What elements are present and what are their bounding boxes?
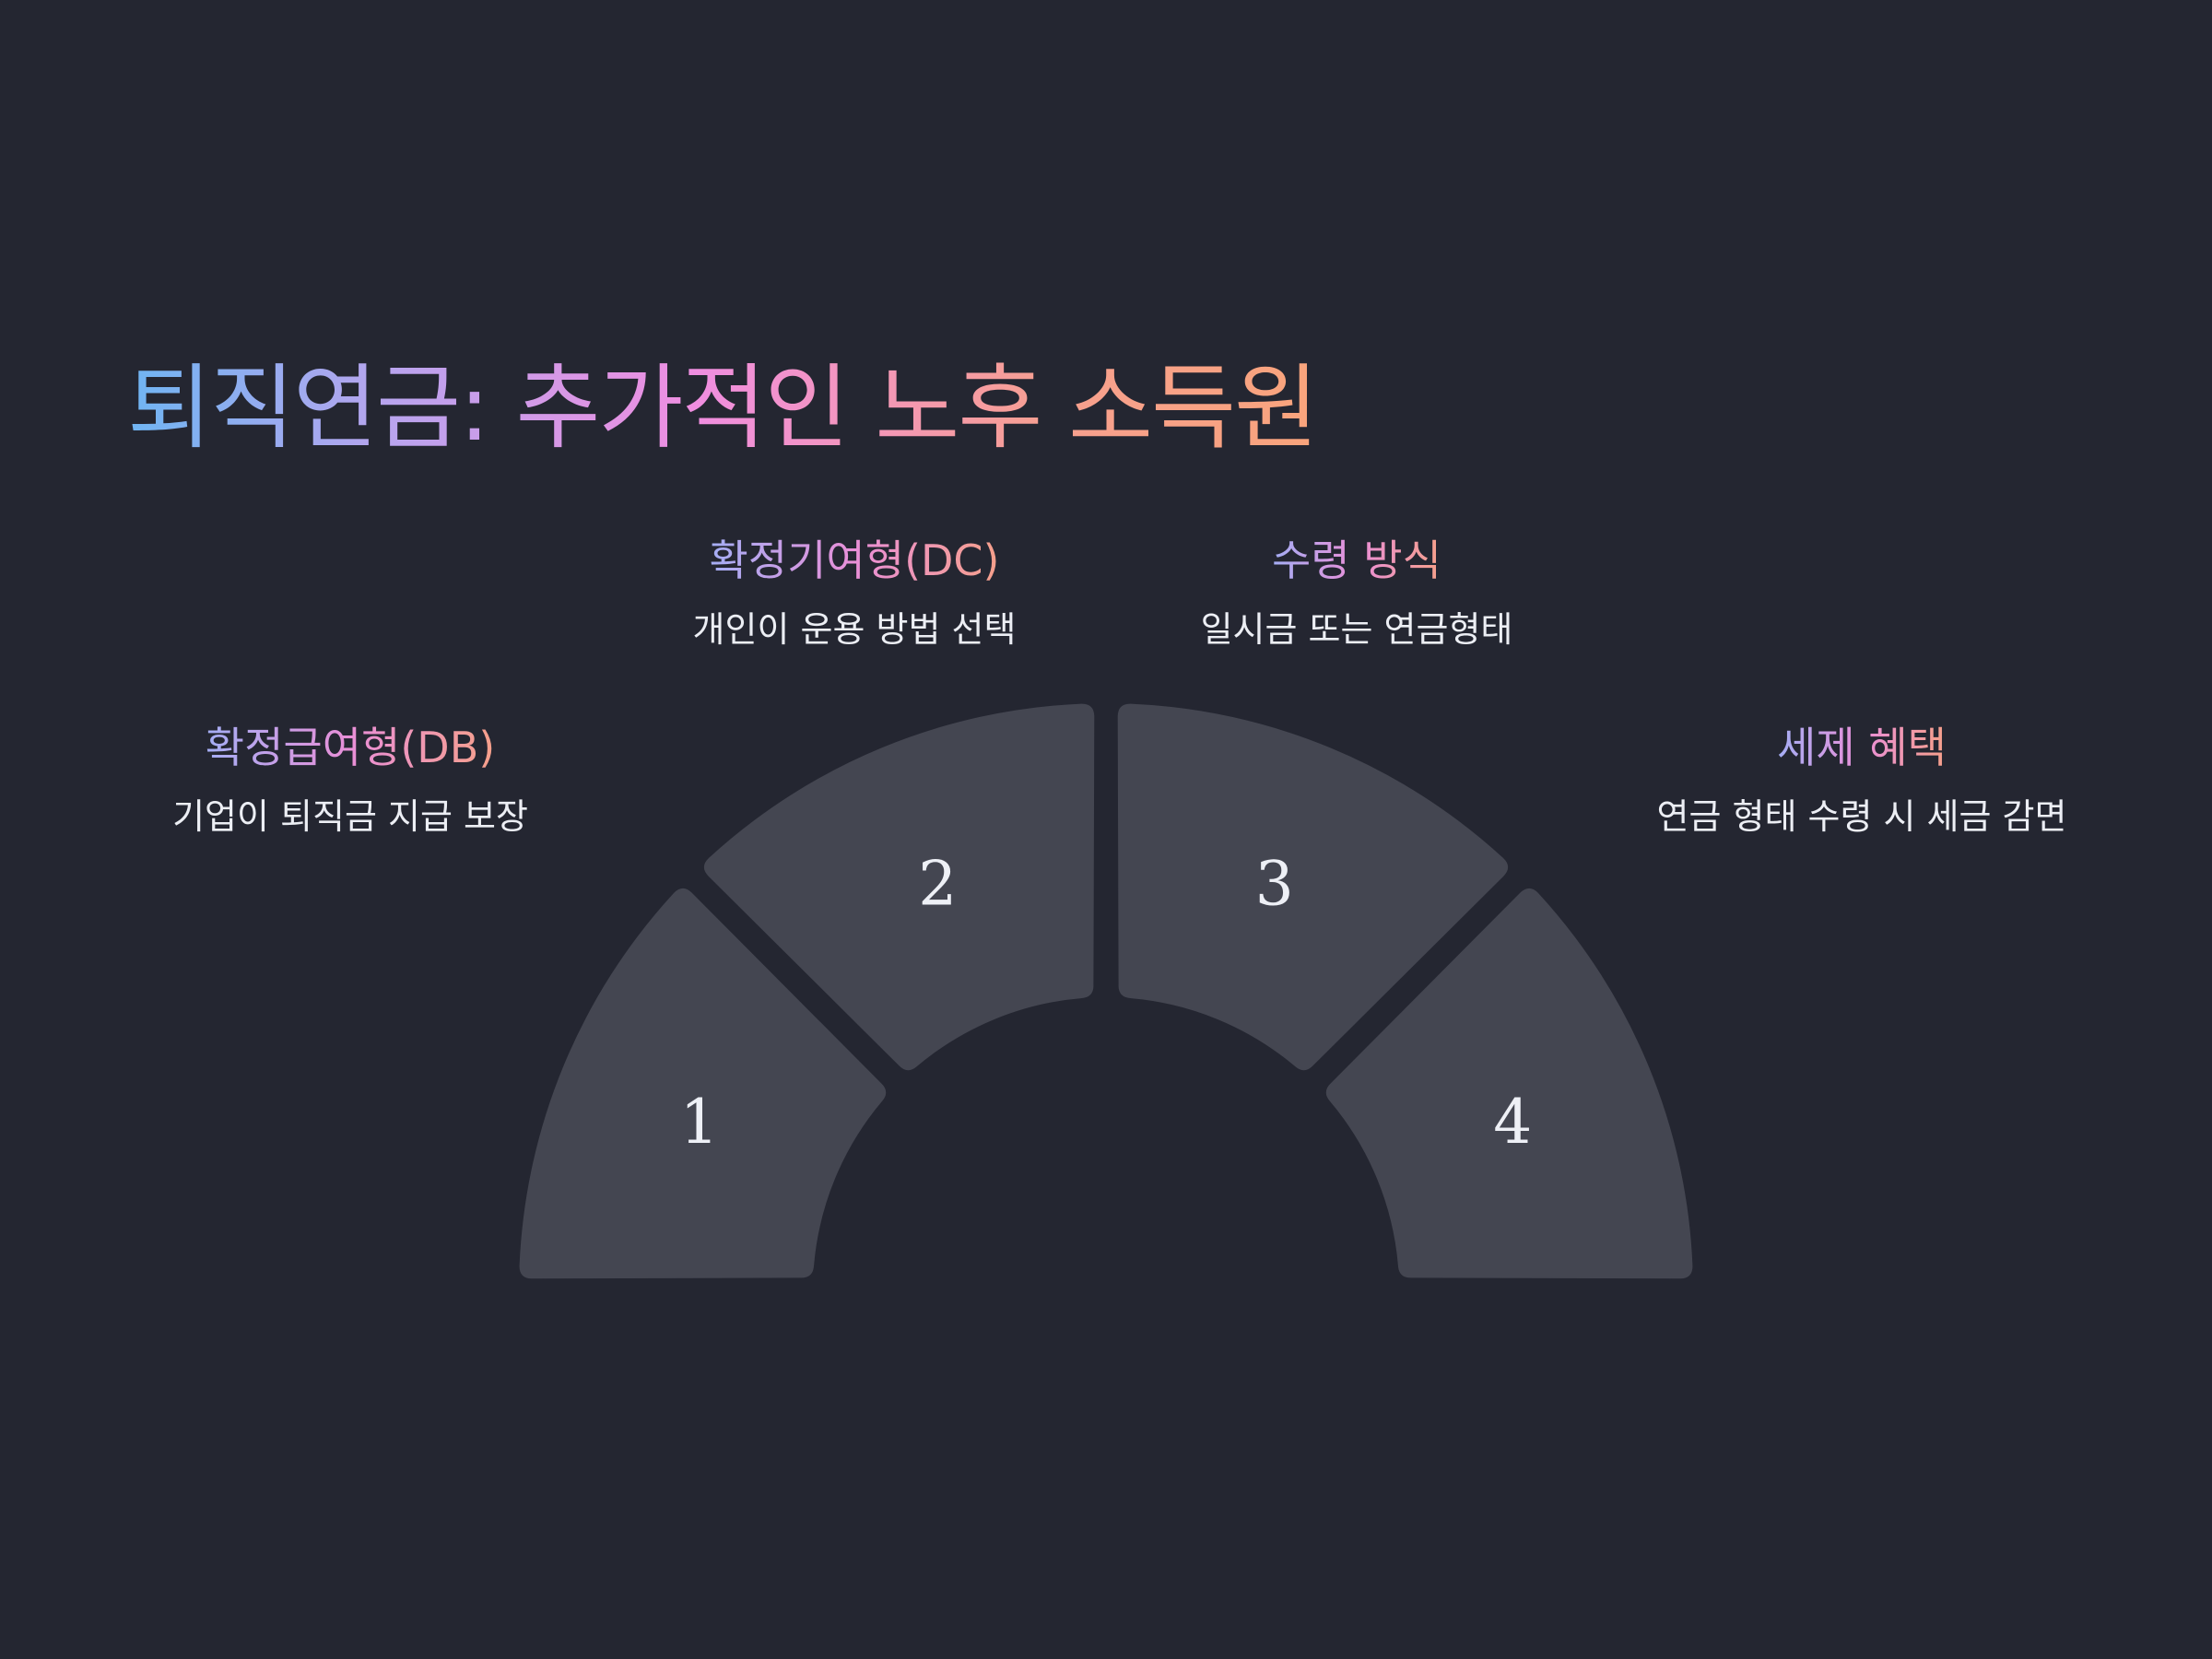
diagram-segment-1 bbox=[519, 888, 887, 1279]
segment-label-3: 수령 방식 일시금 또는 연금형태 bbox=[1080, 533, 1633, 653]
segment-label-1: 확정급여형(DB) 기업이 퇴직금 지급 보장 bbox=[74, 720, 627, 840]
segment-heading-3: 수령 방식 bbox=[1272, 533, 1441, 588]
diagram-segment-2 bbox=[703, 703, 1095, 1071]
segment-label-4: 세제 혜택 연금 형태 수령 시 세금 감면 bbox=[1585, 720, 2138, 840]
segment-label-2: 확정기여형(DC) 개인이 운용 방법 선택 bbox=[578, 533, 1131, 653]
diagram-segment-3 bbox=[1117, 703, 1509, 1071]
segment-description-4: 연금 형태 수령 시 세금 감면 bbox=[1656, 796, 2067, 837]
diagram-segment-4 bbox=[1325, 888, 1693, 1279]
segment-number-1: 1 bbox=[680, 1087, 719, 1158]
segment-number-2: 2 bbox=[918, 848, 957, 919]
segment-number-3: 3 bbox=[1255, 848, 1294, 919]
segment-heading-4: 세제 혜택 bbox=[1777, 720, 1947, 775]
segment-description-1: 기업이 퇴직금 지급 보장 bbox=[172, 796, 528, 837]
segment-description-2: 개인이 운용 방법 선택 bbox=[692, 609, 1017, 650]
slide-title: 퇴직연금: 추가적인 노후 소득원 bbox=[127, 348, 1319, 468]
segment-heading-2: 확정기여형(DC) bbox=[709, 533, 999, 588]
segment-heading-1: 확정급여형(DB) bbox=[206, 720, 495, 775]
segment-number-4: 4 bbox=[1493, 1087, 1532, 1158]
segment-description-3: 일시금 또는 연금형태 bbox=[1200, 609, 1513, 650]
